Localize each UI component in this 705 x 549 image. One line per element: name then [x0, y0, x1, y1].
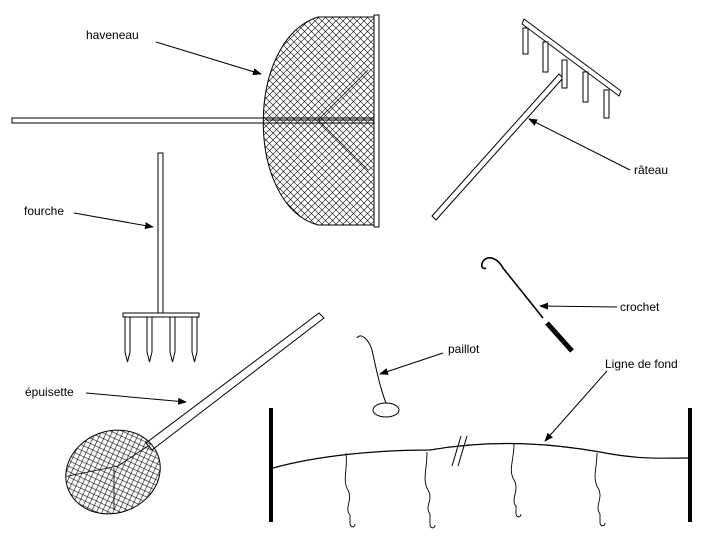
label-ligne-de-fond: Ligne de fond — [605, 357, 678, 371]
crochet-grip — [545, 321, 574, 353]
ligne-main-line — [272, 442, 689, 469]
ligne-de-fond-drawing — [269, 408, 692, 529]
label-haveneau: haveneau — [86, 28, 139, 42]
fourche-crossbar — [122, 312, 200, 318]
rateau-drawing — [431, 18, 622, 221]
crochet-shaft — [481, 257, 544, 319]
epuisette-drawing — [65, 312, 325, 515]
label-rateau: râteau — [634, 163, 669, 177]
label-fourche: fourche — [24, 204, 65, 218]
rateau-head — [521, 18, 622, 97]
paillot-base — [372, 402, 400, 418]
epuisette-net — [65, 429, 161, 515]
fourche-drawing — [122, 152, 200, 363]
crochet-drawing — [481, 257, 574, 353]
fourche-handle — [157, 152, 164, 314]
label-arrows — [73, 41, 631, 442]
label-epuisette: épuisette — [25, 385, 74, 399]
ligne-post-right — [688, 408, 692, 522]
ligne-post-left — [269, 408, 273, 522]
paillot-drawing — [356, 335, 400, 418]
ligne-hooks — [344, 443, 606, 529]
haveneau-frame — [373, 14, 380, 228]
rateau-handle — [431, 73, 564, 221]
label-paillot: paillot — [448, 342, 480, 356]
label-crochet: crochet — [620, 300, 660, 314]
haveneau-drawing — [11, 14, 380, 228]
paillot-line — [356, 335, 387, 404]
